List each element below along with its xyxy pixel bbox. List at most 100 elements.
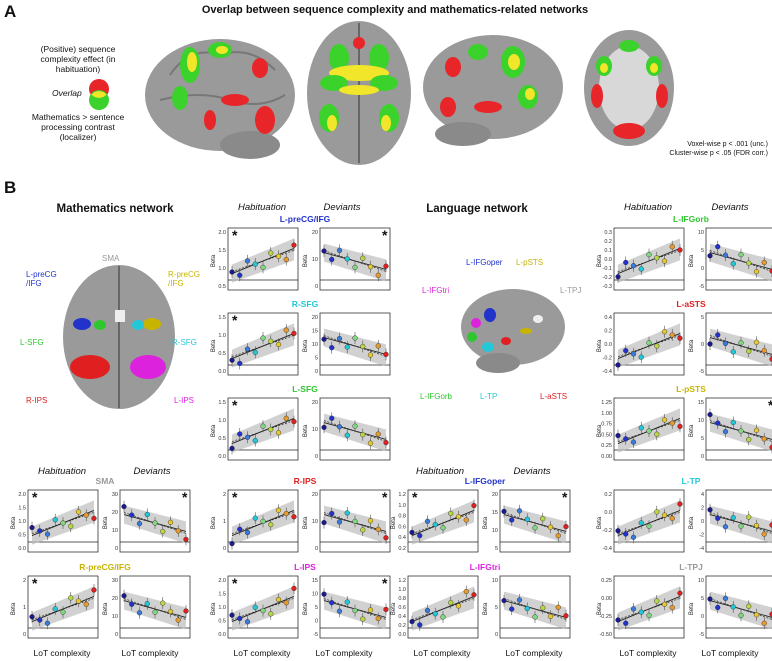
data-point <box>661 258 668 264</box>
data-point <box>321 248 327 254</box>
ylabel: Beta <box>303 424 309 437</box>
ytick-label: 15 <box>698 400 704 406</box>
ytick-label: 10 <box>312 257 318 263</box>
data-point <box>646 252 652 258</box>
data-point <box>237 615 243 622</box>
xlabel-col1-dev: LoT complexity <box>121 648 179 658</box>
ytick-label: 0.25 <box>601 578 612 584</box>
ytick-label: 20 <box>492 492 498 498</box>
header-habituation-col2: Habituation <box>237 202 287 213</box>
data-point <box>630 263 637 269</box>
data-point <box>730 515 736 521</box>
data-point <box>722 595 729 602</box>
ytick-label: 10 <box>698 230 704 236</box>
ytick-label: 0 <box>701 519 704 525</box>
data-point <box>409 529 415 536</box>
data-point <box>761 436 767 442</box>
data-point <box>524 516 530 522</box>
data-point <box>677 501 683 507</box>
data-point <box>329 256 335 263</box>
data-point <box>669 420 675 426</box>
ytick-label: 0.4 <box>398 535 406 541</box>
ytick-label: 10 <box>312 519 318 525</box>
data-point <box>746 436 752 443</box>
data-point <box>463 517 469 523</box>
ylabel: Beta <box>597 602 603 615</box>
ytick-label: 20 <box>312 400 318 406</box>
data-point <box>471 503 477 509</box>
stats-voxel: Voxel-wise p < .001 (unc.) <box>687 141 768 148</box>
ytick-label: 1.5 <box>18 506 26 512</box>
data-point <box>329 600 335 606</box>
ytick-label: 0 <box>223 546 226 552</box>
ylabel: Beta <box>11 602 17 615</box>
ytick-label: -0.50 <box>599 632 612 638</box>
significance-star: * <box>412 489 418 505</box>
ytick-label: 1.0 <box>398 587 406 593</box>
stats-cluster: Cluster-wise p < .05 (FDR corr.) <box>669 150 768 157</box>
data-point <box>707 341 713 347</box>
ytick-label: 1.00 <box>601 411 612 417</box>
data-point <box>383 351 389 358</box>
data-point <box>654 255 660 261</box>
data-point <box>336 519 343 525</box>
data-point <box>677 423 683 430</box>
data-point <box>417 533 423 539</box>
ytick-label: 5 <box>701 248 704 254</box>
data-point <box>144 601 150 607</box>
region-label-lifgoper: L-IFGoper <box>466 258 503 267</box>
header-deviants-col3: Deviants <box>513 466 551 477</box>
ytick-label: 0.0 <box>218 454 226 460</box>
ylabel: Beta <box>597 424 603 437</box>
data-point <box>344 432 350 438</box>
plot-title-lifgtri: L-IFGtri <box>469 562 501 572</box>
data-point <box>707 253 713 259</box>
data-point <box>68 523 74 529</box>
data-point <box>440 614 446 620</box>
data-point <box>291 585 297 592</box>
data-point <box>152 609 158 615</box>
data-point <box>654 598 660 604</box>
ytick-label: 0 <box>23 632 26 638</box>
data-point <box>275 341 282 348</box>
data-point <box>283 256 289 263</box>
data-point <box>715 604 721 611</box>
data-point <box>424 607 431 614</box>
data-point <box>275 430 282 436</box>
data-point <box>367 607 374 613</box>
region-label-lpsts: L-pSTS <box>516 258 544 267</box>
data-point <box>448 510 454 517</box>
data-point <box>455 603 462 609</box>
ytick-label: 10 <box>312 342 318 348</box>
data-point <box>738 252 744 258</box>
data-point <box>352 607 358 614</box>
ytick-label: 0.5 <box>218 436 226 442</box>
ytick-label: 20 <box>312 492 318 498</box>
ytick-label: 5 <box>495 546 498 552</box>
data-point <box>677 590 683 596</box>
plot-title-rprecg: R-preCG/IFG <box>79 562 131 572</box>
ylabel: Beta <box>597 254 603 267</box>
data-point <box>730 349 736 355</box>
xlabel-col1-hab: LoT complexity <box>33 648 91 658</box>
significance-star: * <box>32 489 38 505</box>
ytick-label: 30 <box>112 492 118 498</box>
data-point <box>321 519 327 526</box>
data-point <box>268 338 274 344</box>
ytick-label: 2 <box>23 578 26 584</box>
ytick-label: 15 <box>312 329 318 335</box>
data-point <box>707 507 713 513</box>
ytick-label: 0.25 <box>601 443 612 449</box>
brain-lateral-left <box>423 35 563 146</box>
ytick-label: 1.5 <box>218 248 226 254</box>
panel-a-letter: A <box>4 2 17 21</box>
ylabel: Beta <box>689 516 695 529</box>
ytick-label: 0 <box>315 369 318 375</box>
data-point <box>623 259 629 266</box>
data-point <box>75 509 82 515</box>
